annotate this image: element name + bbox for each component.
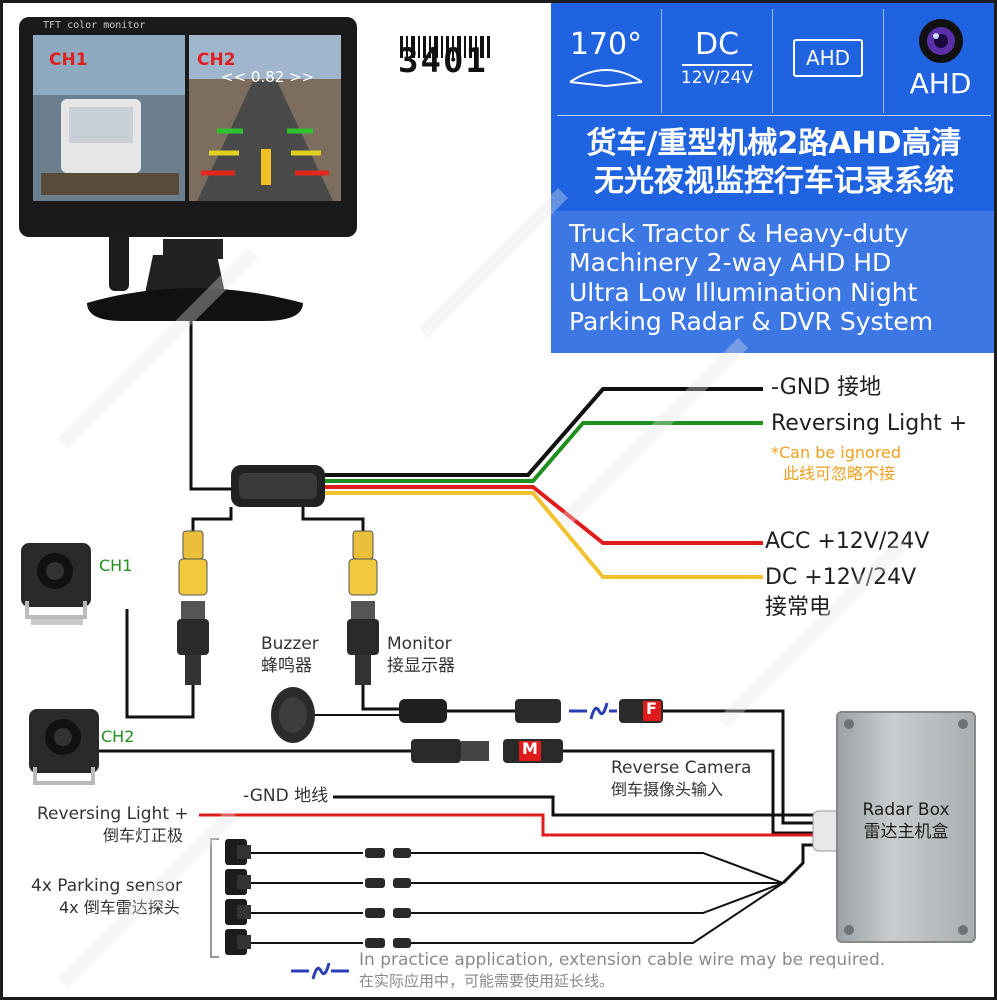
buzzer-splitter <box>399 699 447 723</box>
acc-wire <box>325 485 763 545</box>
radar-reversing-wire <box>199 813 843 837</box>
ch1-rca-connector <box>182 530 204 560</box>
wiring-lines <box>19 17 843 980</box>
sensors-label: 4x Parking sensor <box>31 876 183 896</box>
monitor-device <box>19 17 357 321</box>
monitor-ch1-label: CH1 <box>49 50 88 70</box>
distance-readout: << 0.82 >> <box>221 68 315 86</box>
title-english-box: Truck Tractor & Heavy-duty Machinery 2-w… <box>551 211 994 353</box>
ch1-aviation-plug <box>181 601 205 619</box>
extension-symbol <box>569 702 617 720</box>
monitor-conn-label: Monitor <box>387 634 452 654</box>
gnd-wire <box>325 387 763 477</box>
dc-label-cn: 接常电 <box>765 595 832 620</box>
dc-label: DC +12V/24V <box>765 565 917 590</box>
ch2-video-lead <box>301 507 365 531</box>
screw-icon <box>958 719 968 729</box>
extension-plug-a <box>515 699 561 723</box>
buzzer-label-cn: 蜂鸣器 <box>261 656 312 676</box>
power-icon <box>682 64 752 66</box>
female-connector-label: F <box>646 699 657 718</box>
wide-angle-icon <box>569 69 643 88</box>
radar-gnd-label: -GND 地线 <box>243 786 329 806</box>
spec-ahd-lens: AHD <box>884 9 994 113</box>
acc-label: ACC +12V/24V <box>765 529 930 554</box>
monitor-main-cable <box>189 321 231 491</box>
spec-ahd-screen: AHD <box>773 9 884 113</box>
radar-reversing-label: Reversing Light + <box>37 804 189 824</box>
ch1-camera <box>21 543 91 625</box>
ch1-label: CH1 <box>99 556 133 575</box>
gnd-label: -GND 接地 <box>771 375 882 400</box>
screw-icon <box>958 925 968 935</box>
monitor-conn-label-cn: 接显示器 <box>387 656 455 676</box>
parking-sensors <box>225 839 251 955</box>
radar-box: Radar Box 雷达主机盒 <box>836 711 976 943</box>
radar-box-label: Radar Box 雷达主机盒 <box>862 800 950 843</box>
camera-lens-icon <box>918 19 963 63</box>
reverse-camera-label: Reverse Camera <box>611 758 752 778</box>
screw-icon <box>844 719 854 729</box>
sensors-label-cn: 4x 倒车雷达探头 <box>59 898 180 917</box>
title-english: Truck Tractor & Heavy-duty Machinery 2-w… <box>569 219 934 336</box>
ignore-note-cn: 此线可忽略不接 <box>783 464 896 483</box>
ch2-aviation-joint <box>411 739 461 763</box>
reversing-light-label: Reversing Light + <box>771 411 968 436</box>
radar-reversing-label-cn: 倒车灯正极 <box>103 826 184 845</box>
ch2-camera <box>29 709 99 785</box>
screw-icon <box>844 925 854 935</box>
monitor-brand-text: TFT color monitor <box>43 20 146 31</box>
buzzer-label: Buzzer <box>261 634 319 654</box>
barcode-icon <box>400 36 490 58</box>
spec-power: DC 12V/24V <box>662 9 773 113</box>
info-panel: 170° DC 12V/24V AHD AHD 货车/重型机械2路AHD高清 无… <box>551 3 994 353</box>
ch1-video-lead <box>191 507 233 531</box>
panel-divider <box>557 115 991 116</box>
ch1-camera-cable <box>125 609 195 719</box>
radar-gnd-wire <box>333 795 843 817</box>
note-cn: 在实际应用中，可能需要使用延长线。 <box>359 972 615 990</box>
note-extension-icon <box>291 962 349 980</box>
dc-wire <box>325 491 763 579</box>
spec-angle: 170° <box>551 9 662 113</box>
sensor-bracket <box>210 838 219 958</box>
model-code: 3401 <box>398 41 488 81</box>
note-en: In practice application, extension cable… <box>359 950 886 970</box>
male-connector-label: M <box>522 739 538 758</box>
ahd-screen-icon: AHD <box>793 39 863 77</box>
monitor-ch2-label: CH2 <box>197 50 236 70</box>
reversing-light-wire <box>325 421 763 483</box>
ch2-aviation-plug <box>351 601 375 619</box>
ch2-rca-connector <box>352 530 374 560</box>
ignore-note-en: *Can be ignored <box>771 443 902 462</box>
ch2-label: CH2 <box>101 727 135 746</box>
reverse-camera-label-cn: 倒车摄像头输入 <box>611 780 724 799</box>
title-chinese: 货车/重型机械2路AHD高清 无光夜视监控行车记录系统 <box>586 126 962 199</box>
